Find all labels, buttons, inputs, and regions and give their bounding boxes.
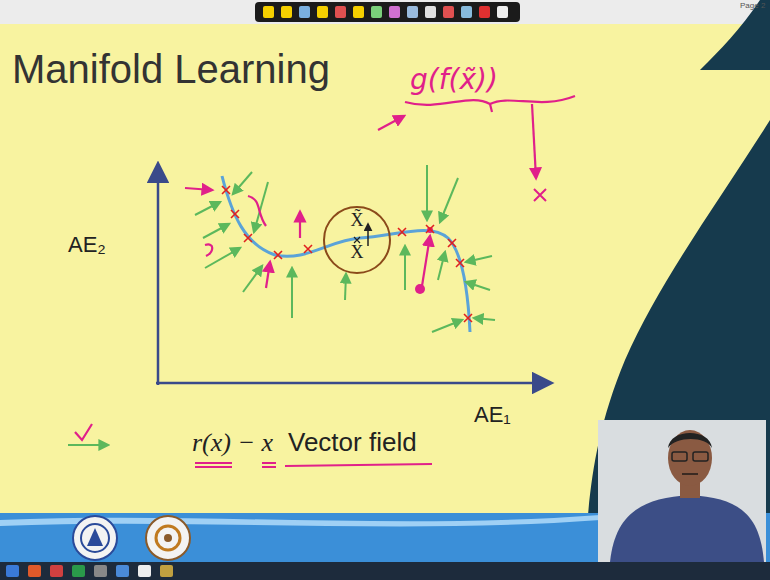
- tool-icon: [335, 6, 346, 18]
- pointer-dot: [415, 284, 425, 294]
- field-arrow: [466, 256, 492, 262]
- annotation-stroke: [248, 196, 266, 226]
- vector-field-arrows: [68, 165, 495, 445]
- tool-icon: [461, 6, 472, 18]
- annotation-stroke: [205, 244, 212, 256]
- tool-icon: [299, 6, 310, 18]
- cross-mark: [231, 210, 239, 218]
- axis-label: AE₂: [68, 232, 106, 257]
- point-label: X: [351, 242, 364, 263]
- teal-corner: [700, 0, 770, 70]
- tool-icon: [281, 6, 292, 18]
- formula-label: r(x) − x: [192, 428, 273, 458]
- tool-icon: [353, 6, 364, 18]
- annotation-arrow: [532, 104, 536, 178]
- data-points: [222, 186, 472, 322]
- annotation-stroke: [75, 424, 92, 440]
- cross-mark: [456, 259, 464, 267]
- cross-mark: [464, 314, 472, 322]
- cross-mark: [304, 245, 312, 253]
- annotation-arrow: [422, 236, 430, 286]
- field-arrow: [466, 282, 490, 290]
- tool-icon: [407, 6, 418, 18]
- tool-icon: [317, 6, 328, 18]
- annotation-stroke: [405, 96, 575, 105]
- task-icon: [116, 565, 129, 577]
- task-icon: [6, 565, 19, 577]
- tool-icon: [425, 6, 436, 18]
- tool-icon: [443, 6, 454, 18]
- cross-mark: [534, 189, 546, 201]
- cross-mark: [244, 234, 252, 242]
- neighbourhood-circle: X̃ X: [322, 205, 392, 275]
- field-arrow: [203, 224, 229, 238]
- task-icon: [72, 565, 85, 577]
- field-arrow: [438, 252, 445, 280]
- toolbar: [255, 2, 520, 22]
- task-icon: [160, 565, 173, 577]
- annotation-arrow: [266, 262, 270, 288]
- axis-label: AE₁: [474, 402, 511, 427]
- caption-text: Vector field: [288, 428, 417, 458]
- annotation-arrow: [185, 188, 212, 190]
- task-icon: [28, 565, 41, 577]
- manifold-curve: [222, 176, 470, 332]
- task-icon: [138, 565, 151, 577]
- tool-icon: [263, 6, 274, 18]
- institute-logo: [73, 516, 117, 560]
- field-arrow: [291, 268, 293, 318]
- cross-mark: [274, 251, 282, 259]
- noisy-point-label: X̃: [351, 210, 364, 231]
- field-arrow: [440, 178, 458, 222]
- cross-mark: [398, 228, 406, 236]
- field-arrow: [474, 318, 495, 320]
- field-arrow: [404, 246, 406, 290]
- tool-icon: [371, 6, 382, 18]
- plot-axes: [156, 165, 550, 385]
- field-arrow: [233, 172, 252, 194]
- toolbar-icons: [263, 6, 508, 18]
- field-arrow: [243, 266, 262, 292]
- field-arrow: [195, 202, 220, 215]
- annotation-stroke: [195, 463, 232, 467]
- tool-icon: [479, 6, 490, 18]
- annotation-arrow: [378, 116, 404, 130]
- top-strip: [0, 0, 770, 24]
- cross-mark: [426, 225, 434, 233]
- page-number: Page 2: [740, 1, 765, 10]
- tool-icon: [497, 6, 508, 18]
- noise-arrow: [367, 224, 369, 246]
- field-arrow: [432, 320, 462, 332]
- presenter: [598, 420, 766, 562]
- cross-mark: [448, 239, 456, 247]
- handwritten-formula: g(f(x̃)): [410, 64, 498, 96]
- annotation-stroke: [262, 463, 276, 467]
- slide-title: Manifold Learning: [12, 46, 330, 92]
- annotation-stroke: [285, 464, 432, 466]
- tool-icon: [389, 6, 400, 18]
- nptel-logo: [146, 516, 190, 560]
- field-arrow: [68, 444, 108, 446]
- taskbar-icons: [6, 565, 173, 577]
- cross-mark: [222, 186, 230, 194]
- annotation-arrow: [299, 212, 301, 238]
- task-icon: [50, 565, 63, 577]
- field-arrow: [426, 165, 428, 220]
- task-icon: [94, 565, 107, 577]
- field-arrow: [345, 274, 346, 300]
- taskbar: [0, 562, 770, 580]
- annotation-marks: [75, 96, 575, 467]
- field-arrow: [205, 248, 240, 268]
- annotation-stroke: [490, 104, 492, 112]
